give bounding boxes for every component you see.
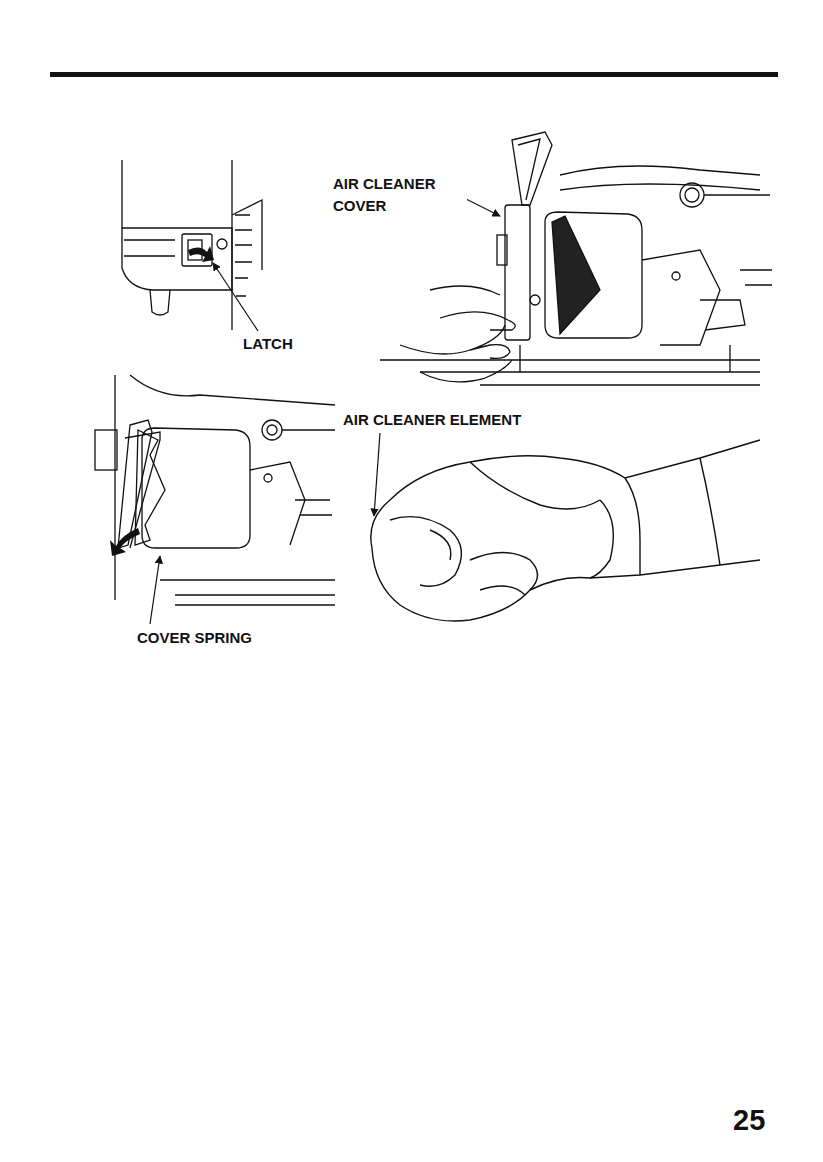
part-label: AIR CLEANER COVER bbox=[331, 173, 467, 217]
direction-arrow bbox=[188, 246, 214, 262]
direction-arrow bbox=[110, 528, 140, 556]
leader-lines bbox=[150, 186, 500, 624]
page-number: 25 bbox=[731, 1103, 767, 1137]
gloved-hand-figure bbox=[371, 440, 760, 621]
air-cleaner-figure bbox=[380, 132, 772, 385]
header-rule bbox=[50, 72, 778, 77]
cover-spring-figure bbox=[95, 375, 335, 605]
part-label: AIR CLEANER ELEMENT bbox=[341, 409, 523, 431]
part-label: LATCH bbox=[241, 333, 295, 355]
latch-figure bbox=[122, 160, 262, 330]
part-label: COVER SPRING bbox=[135, 627, 254, 649]
